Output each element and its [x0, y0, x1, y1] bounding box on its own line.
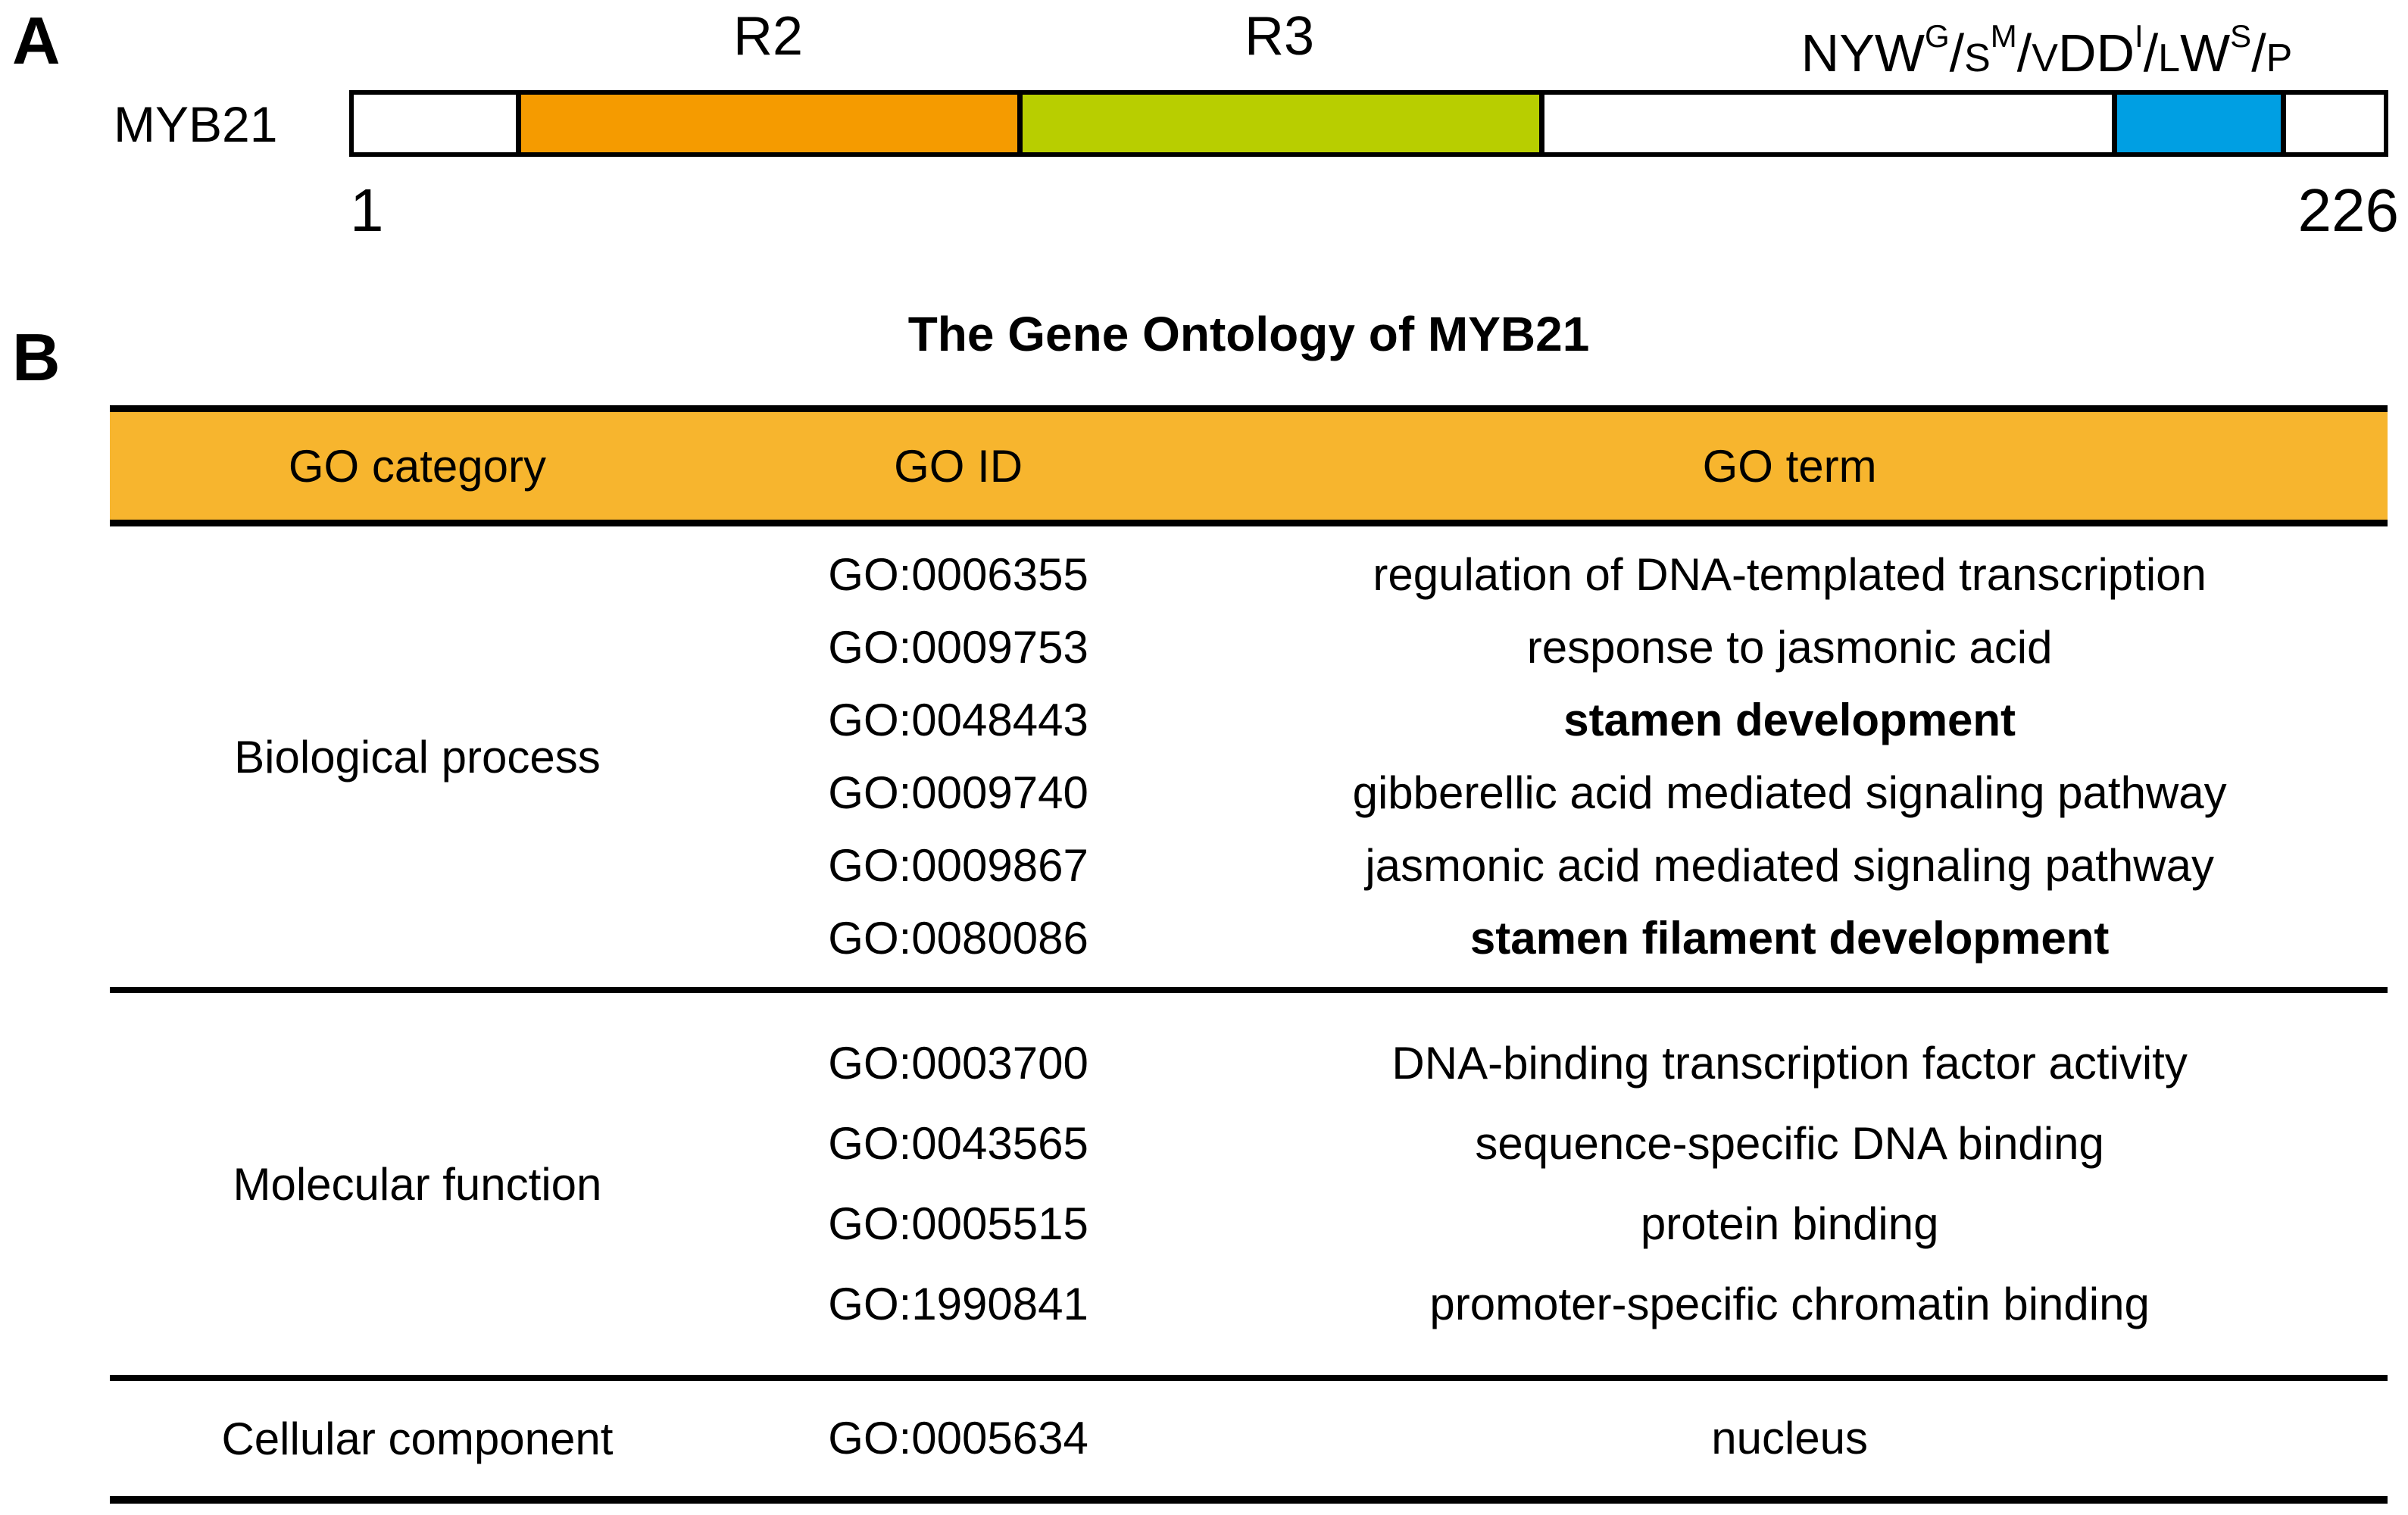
- go-category: Biological process: [234, 731, 601, 782]
- go-table-body: Biological process GO:0006355 regulation o…: [110, 526, 2388, 1504]
- go-term: protein binding: [1640, 1198, 1939, 1249]
- go-id: GO:0009753: [828, 622, 1088, 673]
- go-section: Cellular component GO:0005634 nucleus: [110, 1375, 2388, 1504]
- panel-a-label: A: [12, 3, 61, 78]
- motif-token: S: [1964, 36, 1991, 80]
- motif-token: P: [2266, 36, 2293, 80]
- go-id: GO:0006355: [828, 549, 1088, 600]
- motif-token: S: [2230, 18, 2252, 54]
- go-table: GO category GO ID GO term Biological pro…: [110, 405, 2388, 1504]
- domain-divider: [1538, 95, 1544, 152]
- go-section: Molecular function GO:0003700 DNA-binding …: [110, 987, 2388, 1375]
- protein-name: MYB21: [114, 96, 278, 152]
- motif-token: NYW: [1801, 23, 1925, 83]
- go-id: GO:0003700: [828, 1038, 1088, 1089]
- table-title: The Gene Ontology of MYB21: [907, 307, 1590, 361]
- go-term: DNA-binding transcription factor activit…: [1391, 1038, 2188, 1089]
- go-category: Cellular component: [221, 1413, 614, 1464]
- motif-token: V: [2032, 36, 2058, 80]
- motif-token: I: [2135, 18, 2144, 54]
- go-id: GO:0009740: [828, 767, 1088, 818]
- go-term: promoter-specific chromatin binding: [1429, 1279, 2150, 1329]
- domain-divider: [1017, 95, 1023, 152]
- go-term: nucleus: [1711, 1413, 1869, 1463]
- motif-token: G: [1924, 18, 1950, 54]
- header-go-category: GO category: [288, 440, 546, 492]
- go-term: response to jasmonic acid: [1526, 622, 2053, 673]
- header-go-id: GO ID: [894, 440, 1023, 492]
- domain-divider: [2111, 95, 2117, 152]
- domain-divider: [2281, 95, 2287, 152]
- domain-segment-r3: [1020, 95, 1541, 152]
- go-term: stamen development: [1563, 695, 2016, 745]
- motif-token: L: [2158, 36, 2181, 80]
- go-id: GO:0005515: [828, 1198, 1088, 1249]
- domain-segment-r2: [518, 95, 1020, 152]
- motif-label: NYWG/SM/VDDI/LWS/P: [1744, 6, 2350, 89]
- go-id: GO:1990841: [828, 1279, 1088, 1329]
- go-term: stamen filament development: [1469, 913, 2110, 964]
- go-table-header-row: GO category GO ID GO term: [110, 405, 2388, 526]
- panel-b-label: B: [12, 320, 61, 395]
- motif-token: /: [1949, 23, 1965, 83]
- go-id: GO:0005634: [828, 1413, 1088, 1463]
- go-id: GO:0043565: [828, 1118, 1088, 1169]
- residue-end: 226: [2297, 176, 2399, 244]
- go-section: Biological process GO:0006355 regulation o…: [110, 526, 2388, 987]
- domain-label-r3: R3: [1244, 6, 1315, 67]
- go-term: regulation of DNA-templated transcriptio…: [1373, 549, 2207, 600]
- domain-segment-motif: [2113, 95, 2284, 152]
- go-term: sequence-specific DNA binding: [1475, 1118, 2104, 1169]
- domain-divider: [516, 95, 522, 152]
- residue-start: 1: [350, 176, 384, 244]
- go-id: GO:0009867: [828, 840, 1088, 891]
- header-go-term: GO term: [1702, 440, 1877, 492]
- go-term: jasmonic acid mediated signaling pathway: [1365, 840, 2214, 891]
- motif-token: DD: [2057, 23, 2135, 83]
- domain-label-r2: R2: [732, 6, 804, 67]
- motif-token: /: [2016, 23, 2032, 83]
- go-id: GO:0048443: [828, 695, 1088, 745]
- go-term: gibberellic acid mediated signaling path…: [1352, 767, 2227, 818]
- motif-token: W: [2180, 23, 2231, 83]
- go-category: Molecular function: [233, 1158, 602, 1210]
- motif-token: /: [2143, 23, 2159, 83]
- motif-token: M: [1990, 18, 2017, 54]
- motif-token: /: [2251, 23, 2266, 83]
- go-id: GO:0080086: [828, 913, 1088, 964]
- protein-domain-bar: [349, 90, 2388, 157]
